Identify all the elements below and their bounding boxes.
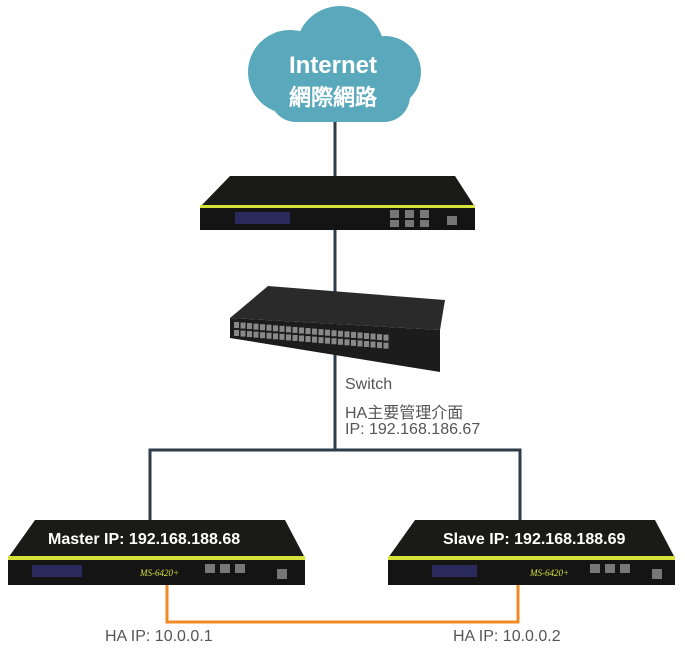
switch-port: [273, 325, 278, 332]
switch-port: [240, 322, 246, 329]
switch-port: [234, 322, 239, 328]
switch-port: [351, 339, 356, 346]
network-links: [148, 115, 522, 528]
switch-port: [318, 337, 324, 344]
switch-port: [299, 335, 304, 342]
switch-port: [338, 338, 343, 345]
switch-port: [312, 336, 317, 343]
switch-port: [338, 330, 343, 337]
switch-port: [266, 332, 272, 339]
master-device: [8, 520, 305, 585]
switch-port: [312, 328, 317, 335]
switch-port: [253, 323, 259, 330]
master-ha-ip: HA IP: 10.0.0.1: [105, 628, 213, 645]
switch-port: [279, 325, 285, 332]
switch-port: [305, 328, 311, 335]
switch-port: [370, 333, 376, 340]
switch-port: [325, 329, 330, 336]
cloud-title: Internet: [288, 52, 377, 79]
ha-link: [165, 585, 520, 624]
slave-ha-ip: HA IP: 10.0.0.2: [453, 628, 561, 645]
switch-device: [230, 286, 445, 372]
switch-port: [286, 334, 291, 341]
switch-port: [383, 342, 389, 349]
switch-port: [299, 327, 304, 334]
master-ip-label: Master IP: 192.168.188.68: [48, 531, 241, 548]
slave-model-logo: MS-6420+: [529, 568, 569, 578]
switch-port: [240, 330, 246, 337]
router-device: [200, 176, 475, 230]
switch-port: [305, 336, 311, 343]
switch-port: [279, 333, 285, 340]
switch-port: [247, 323, 252, 330]
switch-port: [253, 331, 259, 338]
switch-port: [260, 324, 265, 331]
switch-port: [292, 334, 298, 341]
cloud-icon: [248, 6, 421, 122]
switch-label: Switch: [345, 376, 393, 393]
switch-port: [234, 330, 239, 336]
switch-port: [357, 332, 363, 339]
switch-port: [273, 333, 278, 340]
switch-port: [318, 329, 324, 336]
slave-device: [388, 520, 675, 585]
switch-port: [351, 331, 356, 338]
switch-port: [286, 326, 291, 333]
switch-port: [377, 334, 382, 341]
switch-port: [292, 326, 298, 333]
switch-port: [357, 340, 363, 347]
switch-port: [370, 341, 376, 348]
switch-port: [325, 337, 330, 344]
link-switch-ha-pair: [148, 448, 522, 528]
slave-ip-label: Slave IP: 192.168.188.69: [443, 531, 626, 548]
switch-port: [344, 339, 350, 346]
switch-port: [331, 338, 337, 345]
switch-port: [344, 331, 350, 338]
switch-port: [260, 332, 265, 339]
switch-port: [377, 342, 382, 349]
switch-role-label: HA主要管理介面: [345, 405, 464, 422]
switch-port: [266, 324, 272, 331]
master-model-logo: MS-6420+: [139, 568, 179, 578]
switch-ip-label: IP: 192.168.186.67: [345, 421, 481, 438]
switch-port: [383, 334, 389, 341]
switch-port: [331, 330, 337, 337]
switch-port: [364, 341, 369, 347]
cloud-subtitle: 網際網路: [288, 85, 377, 110]
switch-port: [247, 331, 252, 338]
switch-port: [364, 333, 369, 339]
